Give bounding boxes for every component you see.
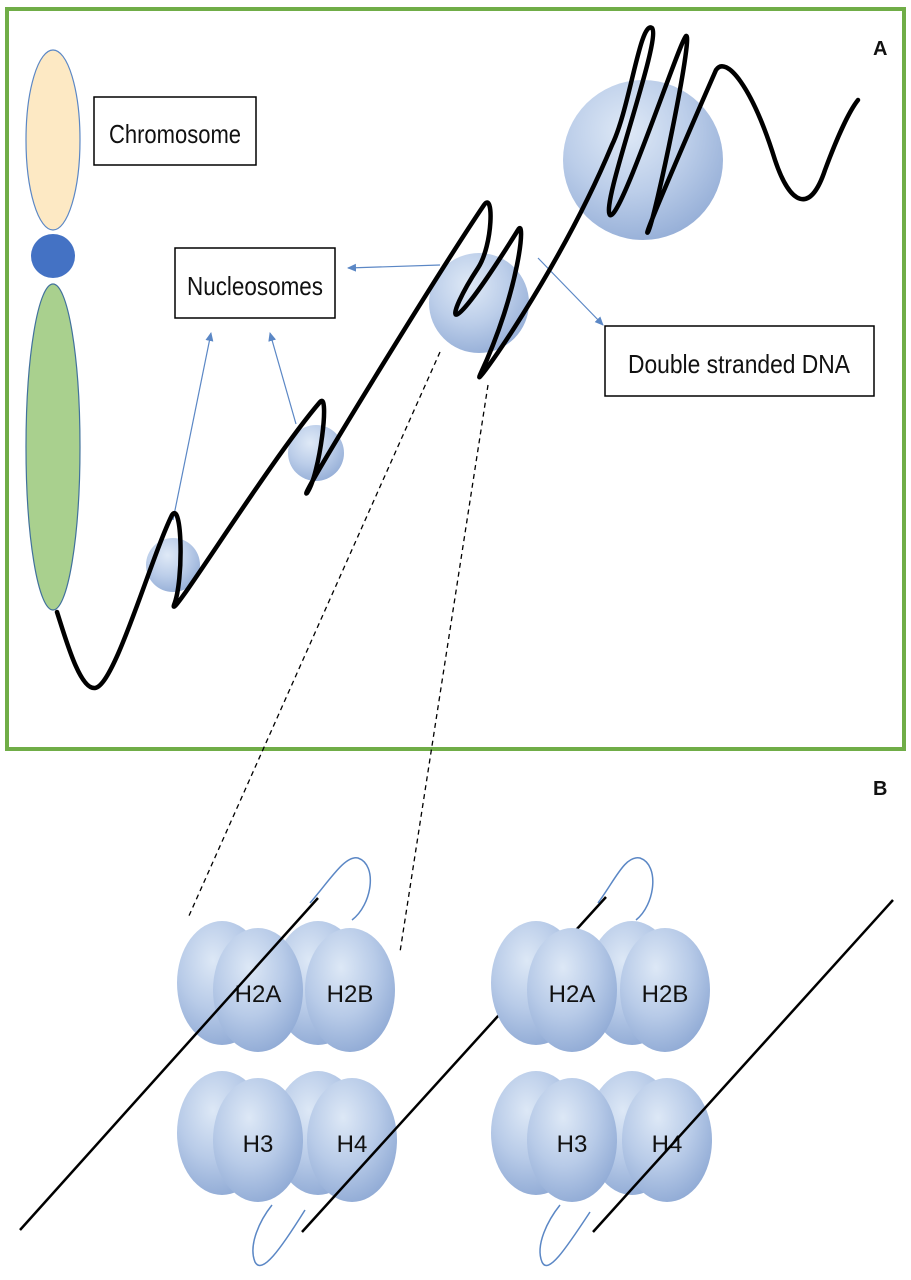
dna-loop-bottom-1	[252, 1204, 306, 1267]
histone-h2b	[305, 928, 395, 1052]
nucleosome-2	[288, 425, 344, 481]
centromere	[31, 234, 75, 278]
chromosome-label-box: Chromosome	[93, 96, 257, 166]
panel-a-letter: A	[873, 38, 887, 60]
histone-h3-label: H3	[243, 1131, 274, 1158]
histone-h2a	[213, 928, 303, 1052]
histone-h3-label: H3	[557, 1131, 588, 1158]
histone-h3	[213, 1078, 303, 1202]
nucleosomes-label: Nucleosomes	[187, 271, 323, 301]
dna-strand	[54, 25, 861, 691]
arrow-dna-label	[537, 257, 604, 326]
nucleosome-4	[563, 80, 723, 240]
panel-b-letter: B	[873, 778, 887, 800]
nucleosome-1	[146, 538, 200, 592]
histone-h2a-label: H2A	[549, 981, 596, 1008]
histone-h3	[527, 1078, 617, 1202]
dna-segment-2	[592, 899, 894, 1233]
histone-h2a-label: H2A	[235, 981, 282, 1008]
dna-loop-bottom-2	[539, 1204, 591, 1267]
zoom-line-left	[187, 351, 441, 919]
chromosome-label: Chromosome	[109, 119, 241, 149]
histone-h4-label: H4	[652, 1131, 683, 1158]
arrow-to-nucleosome-1	[172, 332, 214, 521]
chromosome-lower-arm	[25, 283, 81, 611]
chromosome	[25, 49, 81, 611]
histone-h2b-label: H2B	[327, 981, 374, 1008]
histone-h4	[307, 1078, 397, 1202]
arrow-nucleosomes-label	[347, 263, 441, 272]
histone-h4-label: H4	[337, 1131, 368, 1158]
chromosome-upper-arm	[25, 49, 81, 231]
dna-label-box: Double stranded DNA	[604, 325, 875, 397]
zoom-line-right	[399, 384, 489, 953]
histone-octamer-2: H2A H2B H3 H4	[491, 857, 894, 1267]
dna-loop-top-2	[597, 857, 654, 921]
histone-h2a	[527, 928, 617, 1052]
histone-octamer-1: H2A H2B H3 H4	[19, 857, 607, 1267]
arrow-to-nucleosome-2	[268, 332, 297, 425]
dna-label: Double stranded DNA	[628, 349, 851, 379]
nucleosomes-label-box: Nucleosomes	[174, 247, 336, 319]
histone-h2b-label: H2B	[642, 981, 689, 1008]
panel-a-border	[5, 7, 906, 751]
dna-segment-1a	[19, 897, 319, 1231]
histone-h4	[622, 1078, 712, 1202]
nucleosome-3	[429, 253, 529, 353]
histone-h2b	[620, 928, 710, 1052]
dna-loop-top-1	[309, 857, 372, 921]
